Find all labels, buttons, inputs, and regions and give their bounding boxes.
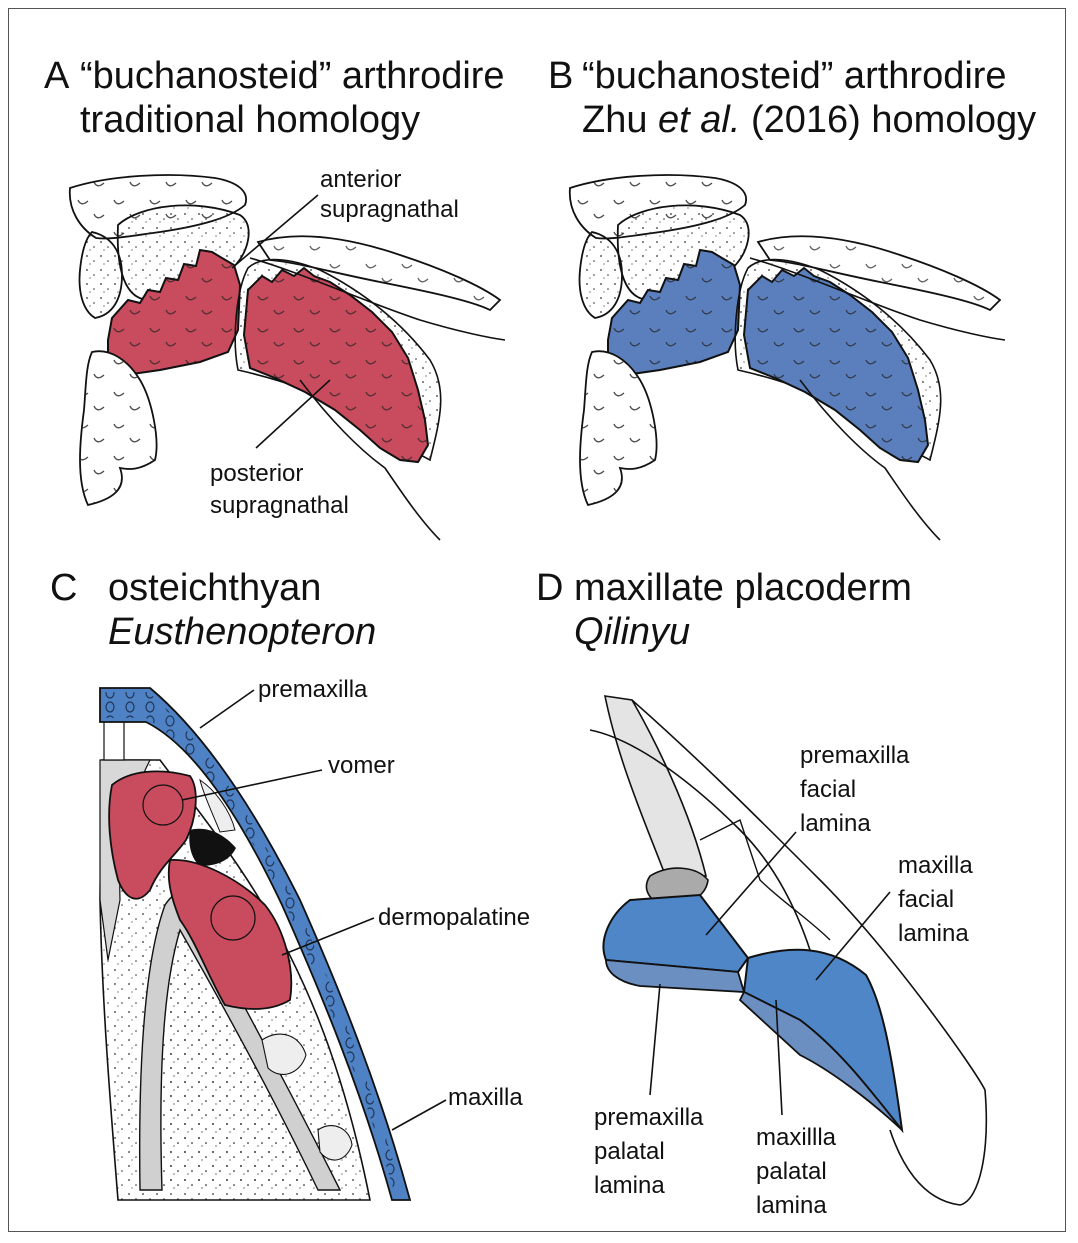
panel-d-premaxilla-facial-label-2: facial <box>800 776 856 805</box>
panel-a-posterior-leader <box>256 380 330 448</box>
panel-d-premaxilla-palatal-label-2: palatal <box>594 1138 665 1167</box>
panel-d-maxilla-facial-label-2: facial <box>898 886 954 915</box>
panel-a-title-line2: traditional homology <box>80 100 420 142</box>
panel-c-dermopalatine-label: dermopalatine <box>378 904 530 933</box>
panel-a-letter: A <box>44 56 69 98</box>
panel-b-cheek-bone-scales <box>580 351 657 505</box>
panel-d-maxilla-palatal-label-2: palatal <box>756 1158 827 1187</box>
panel-a-posterior-label-1: posterior <box>210 460 303 489</box>
panel-a-left-bone <box>80 232 122 318</box>
panel-d-maxilla-palatal-label-3: lamina <box>756 1192 827 1221</box>
panel-b-letter: B <box>548 56 573 98</box>
panel-b-title-line2: Zhu et al. (2016) homology <box>582 100 1036 142</box>
panel-a-anterior-label-2: supragnathal <box>320 196 459 225</box>
panel-d-title-line1: maxillate placoderm <box>574 568 912 610</box>
panel-d-premaxilla-facial-label-1: premaxilla <box>800 742 909 771</box>
panel-b-drawing <box>570 175 1005 540</box>
panel-c-title-line1: osteichthyan <box>108 568 321 610</box>
panel-d-title-line2: Qilinyu <box>574 612 690 654</box>
panel-b-left-bone <box>580 232 622 318</box>
panel-d-premaxilla-facial <box>603 895 748 972</box>
panel-c-vomer-label: vomer <box>328 752 395 781</box>
panel-d-premaxilla-palatal-label-1: premaxilla <box>594 1104 703 1133</box>
panel-a-posterior-label-2: supragnathal <box>210 492 349 521</box>
panel-a-cheek-bone-scales <box>80 351 157 505</box>
panel-c-maxilla-leader <box>392 1100 446 1130</box>
panel-d-premaxilla-palatal-leader <box>650 984 660 1095</box>
panel-c-letter: C <box>50 568 77 610</box>
panel-a-anterior-label-1: anterior <box>320 166 401 195</box>
panel-b-title-author: Zhu <box>582 99 658 141</box>
panel-d-premaxilla-palatal-label-3: lamina <box>594 1172 665 1201</box>
panel-c-maxilla-label: maxilla <box>448 1084 523 1113</box>
panel-c-premaxilla-label: premaxilla <box>258 676 367 705</box>
panel-a-title-line1: “buchanosteid” arthrodire <box>80 56 505 98</box>
panel-d-premaxilla-facial-leader <box>706 832 796 935</box>
panel-b-posterior-scales <box>744 268 928 462</box>
panel-b-title-year: (2016) homology <box>740 99 1036 141</box>
panel-b-title-etal: et al. <box>658 99 740 141</box>
panel-d-maxilla-facial-label-1: maxilla <box>898 852 973 881</box>
panel-b-title-line1: “buchanosteid” arthrodire <box>582 56 1007 98</box>
panel-d-maxilla-palatal-label-1: maxillla <box>756 1124 836 1153</box>
panel-d-premaxilla-facial-label-3: lamina <box>800 810 871 839</box>
panel-c-title-line2: Eusthenopteron <box>108 612 376 654</box>
panel-c-premaxilla-leader <box>200 690 254 728</box>
panel-d-maxilla-facial-label-3: lamina <box>898 920 969 949</box>
panel-d-letter: D <box>536 568 563 610</box>
